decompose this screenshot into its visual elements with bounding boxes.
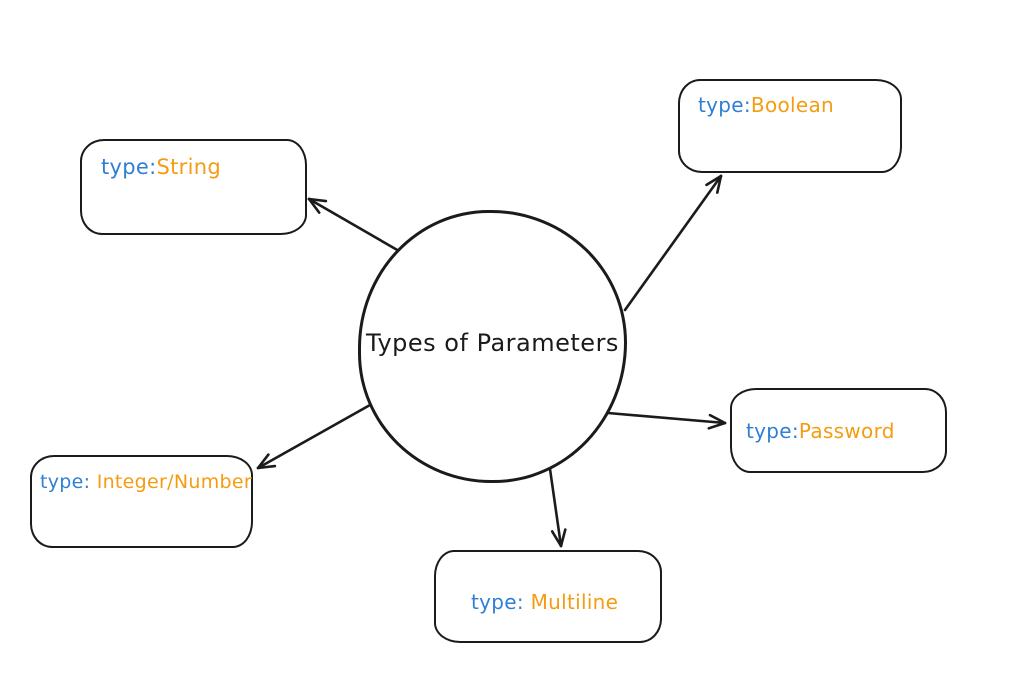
type-value: Multiline (530, 590, 619, 614)
type-prefix: type: (471, 590, 531, 614)
central-node-circle[interactable]: Types of Parameters (358, 210, 627, 483)
node-type-integer-number[interactable]: type: Integer/Number (30, 455, 253, 548)
arrow-center-to-boolean[interactable] (623, 174, 723, 312)
node-type-multiline[interactable]: type: Multiline (434, 550, 662, 643)
node-type-boolean[interactable]: type:Boolean (678, 79, 902, 173)
type-value: Boolean (750, 93, 835, 117)
type-prefix: type: (40, 471, 97, 493)
type-value: String (156, 155, 221, 179)
type-value: Password (798, 419, 895, 443)
central-node-label: Types of Parameters (366, 328, 619, 357)
arrow-center-to-multiline[interactable] (548, 467, 567, 548)
arrow-center-to-integer[interactable] (256, 403, 372, 470)
type-prefix: type: (698, 93, 751, 117)
arrow-center-to-string[interactable] (307, 197, 401, 253)
arrow-center-to-password[interactable] (606, 411, 727, 430)
node-type-password[interactable]: type:Password (730, 388, 947, 473)
node-type-string[interactable]: type:String (80, 139, 307, 235)
type-value: Integer/Number (96, 471, 252, 493)
type-prefix: type: (746, 419, 799, 443)
type-prefix: type: (101, 155, 157, 179)
